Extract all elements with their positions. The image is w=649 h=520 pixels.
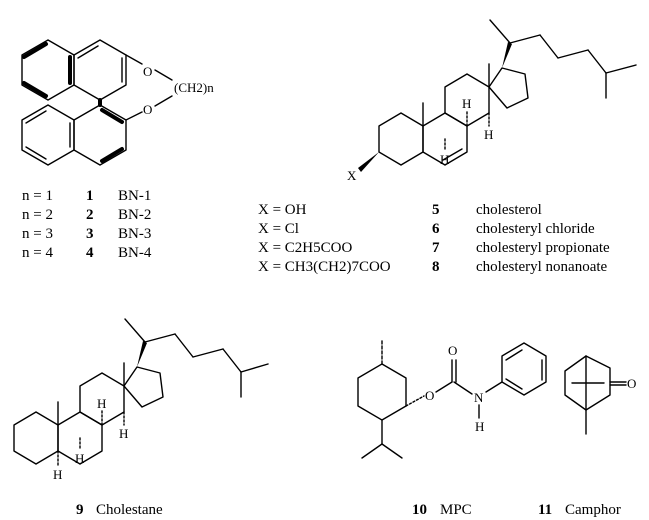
- svg-text:10: 10: [412, 502, 427, 518]
- cholesterol-row: X = C2H5COO 7 cholesteryl propionate: [258, 240, 610, 256]
- svg-text:3: 3: [86, 226, 94, 242]
- svg-text:7: 7: [432, 240, 440, 256]
- svg-text:X = C2H5COO: X = C2H5COO: [258, 240, 352, 256]
- svg-text:BN-3: BN-3: [118, 226, 151, 242]
- svg-text:BN-1: BN-1: [118, 188, 151, 204]
- cholesterol-h-9: H: [440, 152, 449, 167]
- svg-text:6: 6: [432, 221, 440, 237]
- svg-text:n = 3: n = 3: [22, 226, 53, 242]
- mpc-structure: O O N H: [357, 339, 547, 459]
- camphor-caption: 11 Camphor: [538, 502, 621, 518]
- svg-text:X = CH3(CH2)7COO: X = CH3(CH2)7COO: [258, 259, 391, 275]
- mpc-atom-o-ester: O: [425, 388, 434, 403]
- cholesterol-h-8: H: [462, 96, 471, 111]
- svg-text:1: 1: [86, 188, 94, 204]
- bn-row: n = 2 2 BN-2: [22, 207, 151, 223]
- cholesterol-h-14: H: [484, 127, 493, 142]
- cholesterol-structure: H H H X: [347, 19, 637, 183]
- svg-text:n = 4: n = 4: [22, 245, 53, 261]
- binaphthyl-structure: O O (CH2)n: [21, 39, 214, 166]
- atom-o-upper: O: [143, 64, 152, 79]
- svg-text:n = 1: n = 1: [22, 188, 53, 204]
- cholesterol-row: X = OH 5 cholesterol: [258, 202, 542, 218]
- bridge-label: (CH2)n: [174, 80, 214, 95]
- mpc-atom-h: H: [475, 419, 484, 434]
- svg-text:cholesteryl propionate: cholesteryl propionate: [476, 240, 610, 256]
- cholestane-structure: H H H H: [13, 318, 269, 482]
- cholestane-h-14: H: [119, 426, 128, 441]
- cholestane-h-5: H: [53, 467, 62, 482]
- camphor-structure: O: [564, 355, 636, 435]
- cholestane-h-8: H: [97, 396, 106, 411]
- cholestane-h-9: H: [75, 451, 84, 466]
- svg-text:X = OH: X = OH: [258, 202, 307, 218]
- bn-row: n = 4 4 BN-4: [22, 245, 152, 261]
- mpc-atom-n: N: [474, 390, 484, 405]
- svg-text:9: 9: [76, 502, 84, 518]
- svg-text:MPC: MPC: [440, 502, 472, 518]
- svg-text:Cholestane: Cholestane: [96, 502, 163, 518]
- svg-text:4: 4: [86, 245, 94, 261]
- mpc-atom-o-carbonyl: O: [448, 343, 457, 358]
- svg-text:BN-4: BN-4: [118, 245, 152, 261]
- svg-text:cholesteryl chloride: cholesteryl chloride: [476, 221, 595, 237]
- svg-text:5: 5: [432, 202, 440, 218]
- bn-row: n = 1 1 BN-1: [22, 188, 151, 204]
- atom-o-lower: O: [143, 102, 152, 117]
- svg-text:X = Cl: X = Cl: [258, 221, 299, 237]
- substituent-x: X: [347, 168, 357, 183]
- cholesterol-table: X = OH 5 cholesterol X = Cl 6 cholestery…: [258, 202, 610, 275]
- svg-text:Camphor: Camphor: [565, 502, 621, 518]
- binaphthyl-table: n = 1 1 BN-1 n = 2 2 BN-2 n = 3 3 BN-3 n…: [22, 188, 152, 261]
- svg-text:n = 2: n = 2: [22, 207, 53, 223]
- svg-text:8: 8: [432, 259, 440, 275]
- svg-text:cholesteryl nonanoate: cholesteryl nonanoate: [476, 259, 608, 275]
- bn-row: n = 3 3 BN-3: [22, 226, 151, 242]
- svg-text:11: 11: [538, 502, 552, 518]
- mpc-caption: 10 MPC: [412, 502, 472, 518]
- cholesterol-row: X = Cl 6 cholesteryl chloride: [258, 221, 595, 237]
- cholesterol-row: X = CH3(CH2)7COO 8 cholesteryl nonanoate: [258, 259, 608, 275]
- cholestane-caption: 9 Cholestane: [76, 502, 163, 518]
- camphor-atom-o: O: [627, 376, 636, 391]
- svg-text:2: 2: [86, 207, 94, 223]
- svg-text:BN-2: BN-2: [118, 207, 151, 223]
- svg-text:cholesterol: cholesterol: [476, 202, 542, 218]
